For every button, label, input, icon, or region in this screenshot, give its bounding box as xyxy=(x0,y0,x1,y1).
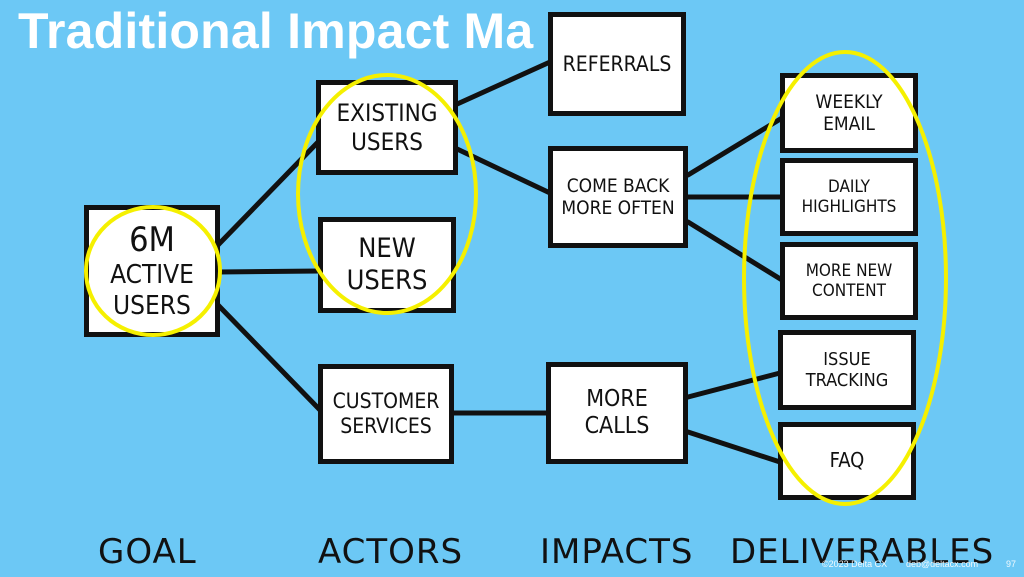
more-calls-line2: CALLS xyxy=(584,413,650,439)
more-new-content-line2: CONTENT xyxy=(812,281,886,301)
come-back-line1: COME BACK xyxy=(566,174,670,197)
impact-node-referrals: REFERRALS xyxy=(548,12,686,116)
more-new-content-line1: MORE NEW xyxy=(805,260,893,281)
new-users-line1: NEW xyxy=(358,233,416,265)
slide-title: Traditional Impact Ma xyxy=(18,3,534,59)
footer-copyright: ©2023 Delta CX xyxy=(822,559,888,569)
goal-node-line1: 6M xyxy=(129,220,175,261)
link-calls-issue xyxy=(685,370,783,400)
column-label-actors: ACTORS xyxy=(318,532,464,572)
actor-node-existing-users: EXISTING USERS xyxy=(316,80,458,175)
actor-node-customer-services: CUSTOMER SERVICES xyxy=(318,364,454,464)
weekly-email-line1: WEEKLY xyxy=(815,90,883,113)
link-goal-new xyxy=(215,268,323,275)
weekly-email-line2: EMAIL xyxy=(823,113,875,135)
link-comeback-content xyxy=(685,219,785,283)
column-label-impacts: IMPACTS xyxy=(540,532,694,572)
column-label-goal: GOAL xyxy=(98,532,197,572)
footer-page-number: 97 xyxy=(1006,559,1017,569)
goal-highlight-ellipse xyxy=(84,205,222,337)
faq-label: FAQ xyxy=(829,448,865,473)
new-users-line2: USERS xyxy=(346,265,428,296)
link-existing-referrals xyxy=(452,59,553,108)
daily-highlights-line1: DAILY xyxy=(827,176,871,197)
customer-services-line2: SERVICES xyxy=(340,414,432,438)
impact-node-more-calls: MORE CALLS xyxy=(546,362,688,464)
deliverable-node-faq: FAQ xyxy=(778,422,916,500)
link-comeback-weekly xyxy=(685,115,785,178)
issue-tracking-line2: TRACKING xyxy=(805,370,889,391)
actor-node-new-users: NEW USERS xyxy=(318,217,456,313)
impact-node-come-back: COME BACK MORE OFTEN xyxy=(548,146,688,248)
goal-node-line3: USERS xyxy=(113,291,191,322)
deliverable-node-more-new-content: MORE NEW CONTENT xyxy=(780,242,918,320)
come-back-line2: MORE OFTEN xyxy=(561,197,675,219)
deliverable-node-issue-tracking: ISSUE TRACKING xyxy=(778,330,916,410)
goal-node-line2: ACTIVE xyxy=(110,260,194,291)
issue-tracking-line1: ISSUE xyxy=(823,348,871,370)
daily-highlights-line2: HIGHLIGHTS xyxy=(801,197,897,217)
existing-users-line2: USERS xyxy=(351,127,423,156)
existing-users-line1: EXISTING xyxy=(336,99,438,128)
footer-email: deb@deltacx.com xyxy=(906,559,979,569)
actors-highlight-ellipse xyxy=(296,73,478,315)
more-calls-line1: MORE xyxy=(586,385,648,412)
referrals-label: REFERRALS xyxy=(562,51,672,76)
customer-services-line1: CUSTOMER xyxy=(332,389,440,414)
deliverable-node-daily-highlights: DAILY HIGHLIGHTS xyxy=(780,158,918,236)
column-label-deliverables: DELIVERABLES xyxy=(730,532,995,572)
link-goal-customer xyxy=(215,302,323,413)
link-calls-faq xyxy=(685,429,783,465)
deliverable-node-weekly-email: WEEKLY EMAIL xyxy=(780,73,918,153)
deliverables-highlight-ellipse xyxy=(742,50,948,506)
